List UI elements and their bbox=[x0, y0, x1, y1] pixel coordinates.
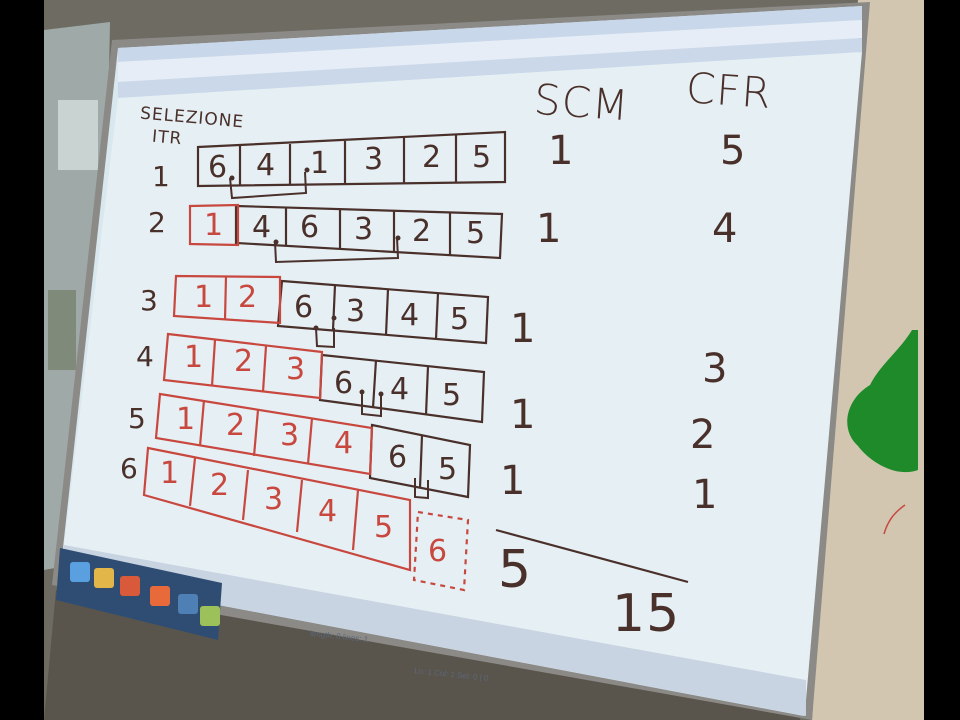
array-cell: 5 bbox=[472, 140, 493, 175]
array-cell: 6 bbox=[300, 210, 321, 245]
array-cell-sorted: 2 bbox=[226, 408, 247, 443]
media-player-icon[interactable] bbox=[120, 576, 140, 596]
status-length: length: 0 lines: 1 bbox=[309, 628, 369, 645]
array-cell-sorted: 3 bbox=[280, 418, 301, 453]
cfr-count: 3 bbox=[702, 346, 729, 392]
array-cell-sorted: 1 bbox=[204, 208, 225, 243]
array-cell-sorted: 2 bbox=[234, 344, 255, 379]
array-cell-sorted: 1 bbox=[160, 456, 181, 491]
array-cell: 6 bbox=[294, 290, 315, 325]
scm-count: 1 bbox=[510, 306, 537, 352]
array-cell: 6 bbox=[388, 440, 409, 475]
scm-column-header: SCM bbox=[532, 74, 631, 131]
cfr-total: 15 bbox=[612, 584, 681, 644]
array-cell: 3 bbox=[354, 212, 375, 247]
array-cell: 4 bbox=[390, 372, 411, 407]
array-cell: 4 bbox=[400, 298, 421, 333]
array-cell: 3 bbox=[364, 142, 385, 177]
array-cell-sorted: 3 bbox=[286, 352, 307, 387]
cfr-column-header: CFR bbox=[684, 63, 774, 118]
array-cell-sorted: 4 bbox=[334, 426, 355, 461]
array-cell: 5 bbox=[466, 216, 487, 251]
itr-label: 5 bbox=[128, 402, 147, 435]
cfr-count: 2 bbox=[690, 412, 717, 458]
itr-label: 1 bbox=[152, 160, 171, 193]
array-cell: 3 bbox=[346, 294, 367, 329]
scm-total: 5 bbox=[498, 540, 533, 600]
array-cell: 5 bbox=[450, 302, 471, 337]
array-cell: 4 bbox=[256, 148, 277, 183]
array-cell: 5 bbox=[442, 378, 463, 413]
notepad-icon[interactable] bbox=[200, 606, 220, 626]
itr-label: 2 bbox=[148, 206, 167, 239]
browser-icon[interactable] bbox=[70, 562, 90, 582]
array-cell: 2 bbox=[412, 214, 433, 249]
array-cell-sorted: 4 bbox=[318, 494, 339, 529]
itr-label: 3 bbox=[140, 284, 159, 317]
array-cell-sorted: 2 bbox=[210, 468, 231, 503]
scm-count: 1 bbox=[548, 128, 575, 174]
array-cell: 6 bbox=[208, 150, 229, 185]
array-cell-sorted: 6 bbox=[428, 534, 449, 569]
scm-count: 1 bbox=[510, 392, 537, 438]
folder-icon[interactable] bbox=[94, 568, 114, 588]
scm-count: 1 bbox=[500, 458, 527, 504]
array-cell-sorted: 1 bbox=[176, 402, 197, 437]
cfr-count: 4 bbox=[712, 206, 739, 252]
itr-column-header: ITR bbox=[151, 126, 184, 150]
array-cell: 1 bbox=[310, 146, 331, 181]
array-cell: 4 bbox=[252, 210, 273, 245]
array-cell-sorted: 2 bbox=[238, 280, 259, 315]
array-cell-sorted: 3 bbox=[264, 482, 285, 517]
cfr-count: 1 bbox=[692, 472, 719, 518]
array-cell: 2 bbox=[422, 140, 443, 175]
app-icon[interactable] bbox=[178, 594, 198, 614]
scm-count: 1 bbox=[536, 206, 563, 252]
status-position: Ln: 1 Col: 1 Sel: 0 | 0 bbox=[413, 666, 489, 683]
chrome-icon[interactable] bbox=[150, 586, 170, 606]
cfr-count: 5 bbox=[720, 128, 747, 174]
array-cell-sorted: 5 bbox=[374, 510, 395, 545]
array-cell-sorted: 1 bbox=[184, 340, 205, 375]
array-cell-sorted: 1 bbox=[194, 280, 215, 315]
itr-label: 4 bbox=[136, 340, 155, 373]
itr-label: 6 bbox=[120, 452, 139, 485]
array-cell: 6 bbox=[334, 366, 355, 401]
array-cell: 5 bbox=[438, 452, 459, 487]
